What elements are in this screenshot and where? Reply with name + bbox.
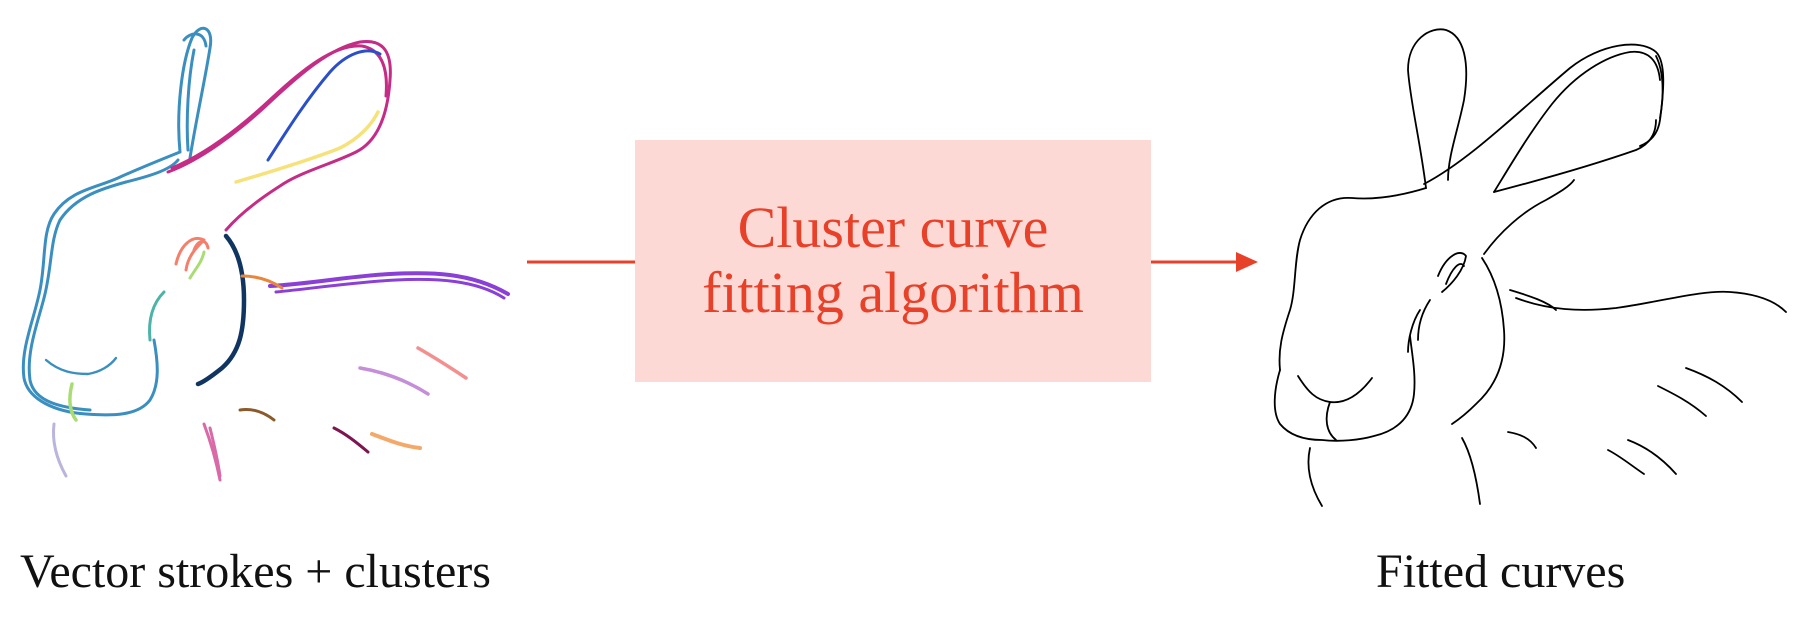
rabbit-vector-strokes [21,26,510,482]
fitted-curve [1657,385,1707,417]
stroke-cluster [240,274,284,290]
stroke-cluster [266,49,382,162]
stroke-cluster [192,240,210,252]
stroke-cluster [68,382,78,422]
stroke-cluster [358,366,430,396]
stroke-cluster [208,426,222,478]
stroke-cluster [52,422,68,478]
arrow-head [1236,252,1258,272]
fitted-curve [1437,252,1467,293]
process-box [635,140,1151,382]
fitted-curve [1417,299,1431,341]
stroke-cluster [234,110,380,184]
fitted-curve [1515,290,1787,313]
stroke-cluster [174,237,206,272]
fitted-curve [1685,367,1743,403]
fitted-curve [1607,449,1645,475]
rabbit-fitted-curves [1273,28,1787,507]
stroke-cluster [148,290,166,342]
stroke-cluster [238,408,276,422]
stroke-cluster [274,277,506,300]
fitted-curve [1461,437,1481,505]
fitted-curve [1451,257,1506,425]
process-title-line-2: fitting algorithm [702,260,1084,325]
fitted-curve [1325,401,1337,441]
fitted-curve [1627,439,1677,475]
stroke-cluster [268,271,510,296]
fitted-curve [1297,375,1373,404]
stroke-cluster [21,26,213,417]
fitted-curve [1423,43,1665,185]
left-panel-caption: Vector strokes + clusters [20,545,491,598]
process-box-label: Cluster curve fitting algorithm [635,140,1151,382]
process-title-line-1: Cluster curve [737,195,1049,261]
stroke-cluster [370,432,422,450]
fitted-curve [1445,263,1465,285]
stroke-cluster [44,356,118,376]
fitted-curve [1493,119,1657,193]
fitted-curve [1655,55,1664,119]
stroke-cluster [27,158,180,412]
stroke-cluster [188,250,206,280]
fitted-curve [1407,309,1421,353]
fitted-curve [1507,431,1537,449]
fitted-curve [1493,50,1661,193]
stroke-cluster [195,233,247,387]
stroke-cluster [332,426,370,454]
stroke-cluster [170,44,388,170]
right-panel-caption: Fitted curves [1376,545,1626,598]
stroke-cluster [182,32,208,152]
stroke-cluster [166,39,392,232]
stroke-cluster [416,346,468,380]
fitted-curve [1483,179,1575,255]
fitted-curve [1278,187,1427,371]
fitted-curve [1307,447,1323,507]
fitted-curve [1407,28,1468,189]
fitted-curve [1273,335,1416,442]
